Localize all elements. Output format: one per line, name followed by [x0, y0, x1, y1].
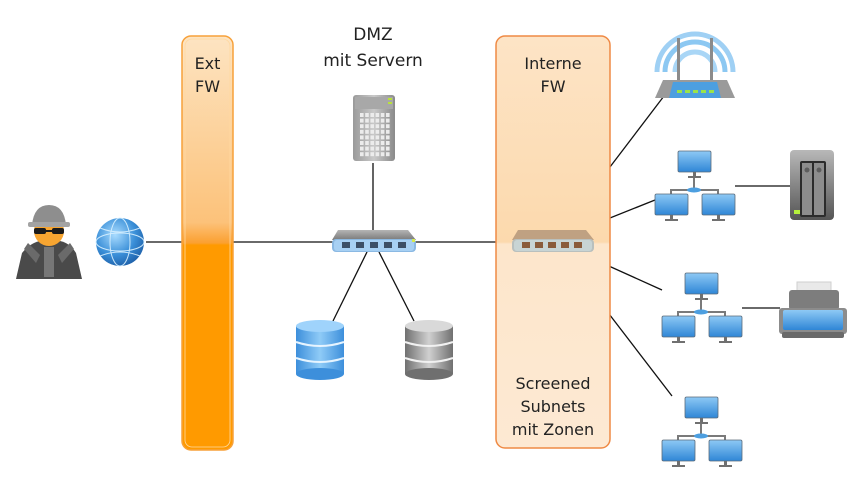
hacker-icon	[16, 205, 82, 279]
external-firewall[interactable]	[181, 35, 234, 451]
wireless-router-icon	[654, 31, 736, 98]
computer-icon	[708, 315, 743, 343]
computer-icon	[661, 439, 696, 467]
screened-subnets-label: Screened Subnets mit Zonen	[511, 374, 595, 439]
line-dmzswitch-dbblue	[332, 251, 368, 322]
nas-storage-icon	[790, 150, 834, 220]
lan-1-network-computers-icon[interactable]	[654, 150, 736, 221]
lan-3-network-computers-icon[interactable]	[661, 396, 743, 467]
int-fw-label: Interne FW	[524, 54, 582, 96]
printer-icon	[779, 281, 847, 338]
ext-fw-label: Ext FW	[194, 54, 221, 96]
line-dmzswitch-dbgray	[378, 251, 415, 322]
database-gray-icon	[404, 320, 454, 380]
dmz-label: DMZ mit Servern	[323, 25, 423, 71]
internal-switch-icon[interactable]	[512, 230, 594, 252]
globe-icon	[95, 217, 145, 267]
connection-lines	[146, 95, 790, 397]
computer-icon	[654, 193, 689, 221]
database-blue-icon	[295, 320, 345, 380]
computer-icon	[661, 315, 696, 343]
computer-icon	[677, 150, 712, 178]
computer-icon	[701, 193, 736, 221]
server-icon	[353, 95, 395, 161]
computer-icon	[684, 272, 719, 300]
computer-icon	[708, 439, 743, 467]
dmz-switch-icon[interactable]	[332, 230, 416, 252]
lan-2-network-computers-icon[interactable]	[661, 272, 743, 343]
computer-icon	[684, 396, 719, 424]
